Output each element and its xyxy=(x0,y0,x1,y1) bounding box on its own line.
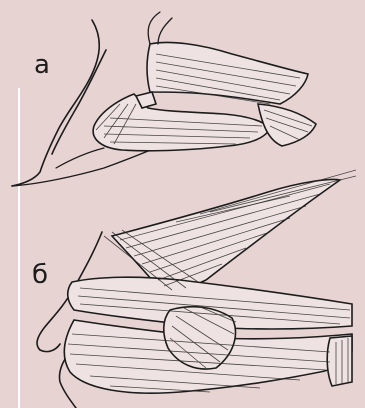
panel-a-drawing xyxy=(12,12,316,186)
panel-b-top-fan xyxy=(112,180,340,291)
panel-label-b: б xyxy=(32,262,48,288)
panel-a-upper-muscle xyxy=(147,42,308,104)
panel-a-profile-outline xyxy=(12,20,106,186)
panel-a-upper-strands xyxy=(148,12,172,44)
panel-a-lip-contour xyxy=(56,148,104,168)
panel-b-drawing xyxy=(37,170,356,408)
panel-a-chin-line xyxy=(12,146,160,186)
panel-label-a: а xyxy=(34,52,50,78)
